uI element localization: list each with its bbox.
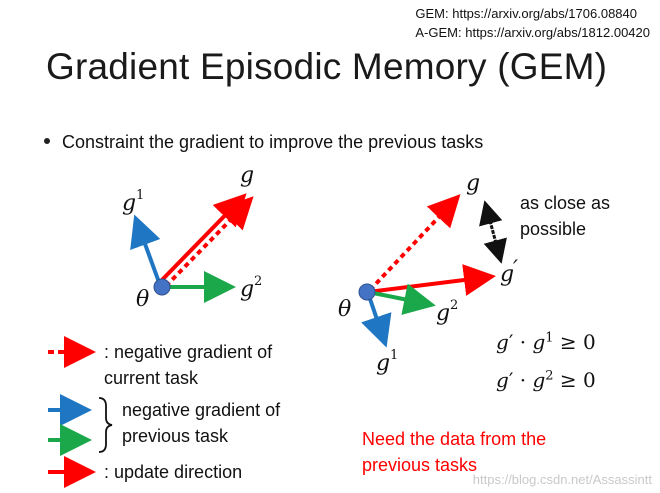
note-line-2: possible (520, 219, 587, 239)
need-data-line-2: previous tasks (362, 455, 478, 475)
constraint-equation-1: g′ · g1 ≥ 0 (496, 330, 596, 354)
left-blue-arrow (130, 214, 162, 286)
eq1-g: g (532, 330, 546, 354)
right-blue-arrow (361, 292, 392, 348)
bullet-dot-icon (44, 138, 50, 145)
left-red-solid-arrow (158, 193, 247, 284)
right-label-g1-sup: 1 (390, 348, 398, 363)
left-label-g2: g (240, 277, 254, 302)
eq2-g: g (532, 368, 546, 392)
left-label-g2-sup: 2 (254, 274, 262, 289)
right-label-theta: θ (338, 297, 351, 322)
left-label-g: g (240, 163, 254, 188)
legend-arrows (48, 336, 113, 488)
eq1-prime-mark: ′ (508, 330, 514, 354)
legend-previous-text: negative gradient of previous task (122, 397, 280, 449)
right-black-dotted-arrow-back (479, 200, 503, 259)
right-label-g2-sup: 2 (450, 298, 458, 313)
reference-agem: A-GEM: https://arxiv.org/abs/1812.00420 (415, 25, 650, 40)
left-diagram: g g 1 g 2 θ (122, 163, 262, 312)
eq1-rhs: ≥ 0 (553, 330, 596, 354)
right-label-g2: g (436, 301, 450, 326)
legend-previous-line-2: previous task (122, 426, 229, 446)
constraint-equation-2: g′ · g2 ≥ 0 (496, 368, 596, 392)
references: GEM: https://arxiv.org/abs/1706.08840 A-… (415, 4, 650, 42)
reference-gem: GEM: https://arxiv.org/abs/1706.08840 (415, 6, 637, 21)
eq2-prime-mark: ′ (508, 368, 514, 392)
right-green-arrow (367, 283, 436, 315)
eq2-g-prime: g (496, 368, 509, 392)
eq2-dot: · (513, 368, 533, 392)
legend-dashed-line-2: current task (104, 368, 199, 388)
watermark: https://blog.csdn.net/Assassintt (472, 472, 652, 487)
close-as-possible-note: as close as possible (520, 190, 610, 242)
left-red-dashed-arrow (164, 196, 254, 288)
left-label-g1-sup: 1 (136, 188, 144, 203)
right-origin-node (358, 283, 376, 301)
eq1-sup: 1 (545, 330, 554, 346)
left-label-theta: θ (136, 287, 149, 312)
eq2-rhs: ≥ 0 (553, 368, 596, 392)
right-label-g-prime: g (500, 262, 514, 287)
legend-dashed-text: : negative gradient of current task (104, 339, 272, 391)
legend-dashed-line-1: : negative gradient of (104, 342, 273, 362)
legend-previous-line-1: negative gradient of (122, 400, 281, 420)
note-line-1: as close as (520, 193, 611, 213)
left-label-g1: g (122, 191, 136, 216)
right-label-g1: g (376, 351, 390, 376)
legend-brace-icon (98, 397, 113, 453)
right-red-solid-arrow (367, 264, 496, 296)
left-origin-node (153, 278, 171, 296)
bullet-text: Constraint the gradient to improve the p… (62, 132, 484, 152)
right-diagram: g g ′ g 2 g 1 θ (338, 171, 518, 376)
right-label-g-prime-mark: ′ (513, 257, 518, 282)
right-red-dashed-arrow (368, 194, 461, 292)
right-label-g: g (466, 171, 480, 196)
need-data-note: Need the data from the previous tasks (362, 426, 546, 478)
eq1-dot: · (513, 330, 533, 354)
legend-update-text: : update direction (104, 462, 243, 482)
page-title: Gradient Episodic Memory (GEM) (46, 46, 608, 87)
bullet-point: Constraint the gradient to improve the p… (44, 132, 483, 153)
eq2-sup: 2 (545, 368, 554, 384)
need-data-line-1: Need the data from the (362, 429, 547, 449)
eq1-g-prime: g (496, 330, 509, 354)
